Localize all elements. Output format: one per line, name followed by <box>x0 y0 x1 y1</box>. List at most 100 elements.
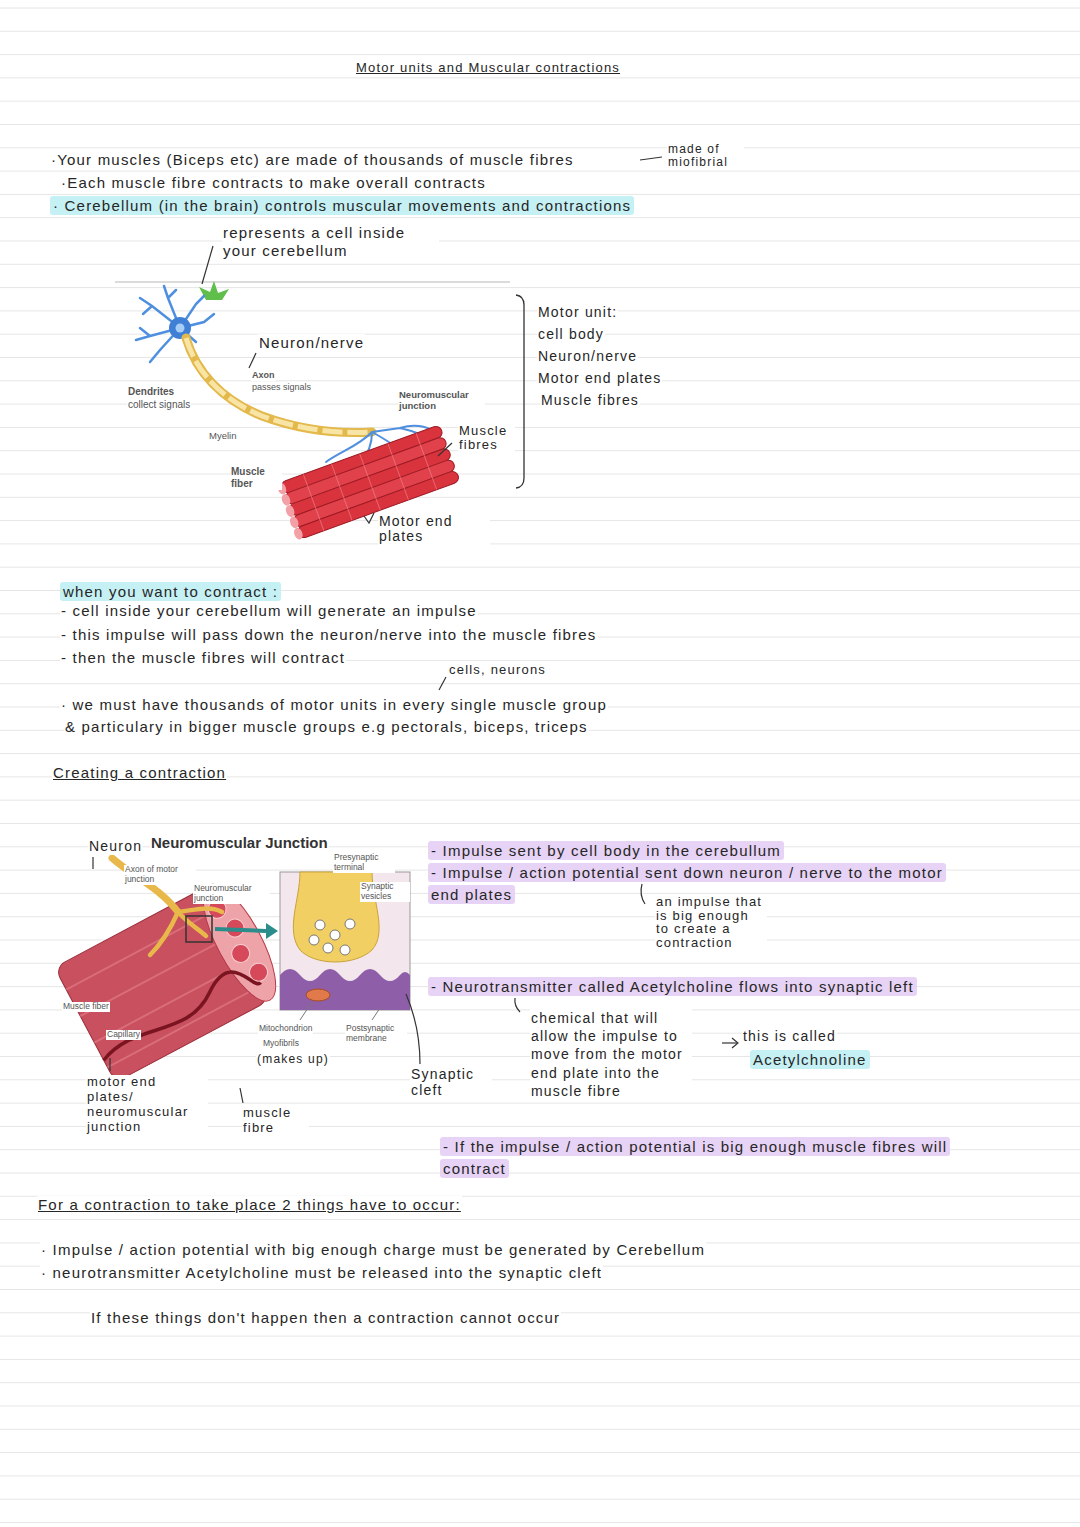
page-title: Motor units and Muscular contractions <box>355 60 621 76</box>
axon-branches <box>150 908 222 955</box>
figure-label: Myofibrils <box>262 1039 300 1049</box>
annotation: (makes up) <box>256 1052 330 1066</box>
figure-label: Neuromuscular junction <box>398 389 485 412</box>
fibre-end <box>293 527 305 541</box>
ruled-line <box>0 1336 1080 1337</box>
vesicle <box>323 943 333 953</box>
ruled-line <box>0 8 1080 9</box>
ruled-line <box>0 77 1080 78</box>
highlight-band: when you want to contract : <box>60 581 281 603</box>
figure-label: Axon <box>251 370 276 381</box>
section-heading: Creating a contraction <box>52 764 227 782</box>
annotation: Neuron <box>88 838 143 855</box>
annotation: chemical that will allow the impulse to … <box>530 1009 692 1100</box>
mitochondrion <box>306 989 330 1001</box>
figure-label: Capillary <box>106 1030 141 1040</box>
bracket <box>516 295 524 488</box>
leader-line <box>300 1002 312 1020</box>
image-edge <box>115 281 510 283</box>
annotation: Neuron/nerve <box>258 334 365 352</box>
note-line: ·Each muscle fibre contracts to make ove… <box>60 174 487 192</box>
ruled-lines <box>0 8 1080 1523</box>
annotation: muscle fibre <box>242 1106 309 1136</box>
ruled-line <box>0 1429 1080 1430</box>
fibre-end <box>284 504 296 518</box>
figure-label: Presynaptic terminal <box>333 853 395 873</box>
dendrites <box>136 286 214 362</box>
ruled-line <box>0 1289 1080 1290</box>
ruled-line <box>0 474 1080 475</box>
highlighted-text: - Neurotransmitter called Acetylcholine … <box>428 977 917 996</box>
ruled-line <box>0 567 1080 568</box>
nucleus <box>176 324 185 333</box>
arrow-line <box>722 1042 737 1043</box>
ruled-line <box>0 124 1080 125</box>
vesicle <box>345 919 355 929</box>
leader-line <box>240 1088 243 1103</box>
highlighted-text: Acetylchnoline <box>750 1050 870 1069</box>
list-item: Motor end plates <box>537 370 662 387</box>
ruled-line <box>0 1173 1080 1174</box>
side-note: made of miofibrial <box>667 143 744 168</box>
axon <box>186 338 372 432</box>
list-item: Neuron/nerve <box>537 348 638 365</box>
figure-label: Dendrites <box>127 386 175 398</box>
ruled-line <box>0 31 1080 32</box>
note-line: - this impulse will pass down the neuron… <box>60 626 598 644</box>
highlighted-text: - Impulse / action potential sent down n… <box>428 863 946 904</box>
highlighted-text: when you want to contract : <box>60 582 281 601</box>
ruled-line <box>0 171 1080 172</box>
figure-title: Neuromuscular Junction <box>150 834 329 852</box>
ruled-line <box>0 1406 1080 1407</box>
annotation: Motor end plates <box>378 514 490 545</box>
postsynaptic-membrane <box>280 969 410 1010</box>
highlight-band: - Neurotransmitter called Acetylcholine … <box>428 976 917 998</box>
fibre-end <box>280 493 292 507</box>
leader-line <box>439 677 446 690</box>
highlight-band: - If the impulse / action potential is b… <box>440 1136 1000 1180</box>
leader-line <box>249 353 256 368</box>
ruled-line <box>0 147 1080 148</box>
annotation: represents a cell inside your cerebellum <box>222 224 439 260</box>
annotation: Synaptic cleft <box>410 1066 492 1098</box>
arrow-head <box>732 1038 738 1048</box>
note-line: · we must have thousands of motor units … <box>60 696 608 714</box>
list-item: Muscle fibres <box>540 392 640 409</box>
vesicle <box>330 930 340 940</box>
ruled-line <box>0 1475 1080 1476</box>
figure-label: Synaptic vesicles <box>360 882 410 902</box>
leader-line <box>92 857 93 869</box>
ruled-line <box>0 450 1080 451</box>
figure-label: Axon of motor junction <box>124 865 196 885</box>
fibre-end <box>288 515 300 529</box>
figure-label: Muscle fiber <box>230 466 282 490</box>
ruled-line <box>0 800 1080 801</box>
list-item: cell body <box>537 326 605 343</box>
annotation: Muscle fibres <box>458 424 515 453</box>
ruled-line <box>0 54 1080 55</box>
highlighted-text: - If the impulse / action potential is b… <box>440 1137 950 1178</box>
ruled-line <box>0 1452 1080 1453</box>
note-line: ·Your muscles (Biceps etc) are made of t… <box>50 151 575 169</box>
inset-panel <box>280 872 410 1010</box>
ruled-line <box>0 1499 1080 1500</box>
figure-label: Mitochondrion <box>258 1024 313 1034</box>
ruled-line <box>0 264 1080 265</box>
ruled-line <box>0 427 1080 428</box>
note-line: - cell inside your cerebellum will gener… <box>60 602 478 620</box>
myofibril <box>228 941 252 965</box>
highlight-band: - Impulse / action potential sent down n… <box>428 862 968 906</box>
ruled-line <box>0 1522 1080 1523</box>
highlight-band: Acetylchnoline <box>750 1049 870 1071</box>
leader-line <box>515 998 520 1012</box>
ruled-line <box>0 1219 1080 1220</box>
tick-mark <box>364 513 374 523</box>
leader-line <box>406 994 420 1064</box>
ruled-line <box>0 217 1080 218</box>
annotation: this is called <box>742 1028 837 1045</box>
figure-label: collect signals <box>127 399 191 411</box>
vesicle <box>315 920 325 930</box>
ruled-line <box>0 1359 1080 1360</box>
note-line: - then the muscle fibres will contract <box>60 649 346 667</box>
